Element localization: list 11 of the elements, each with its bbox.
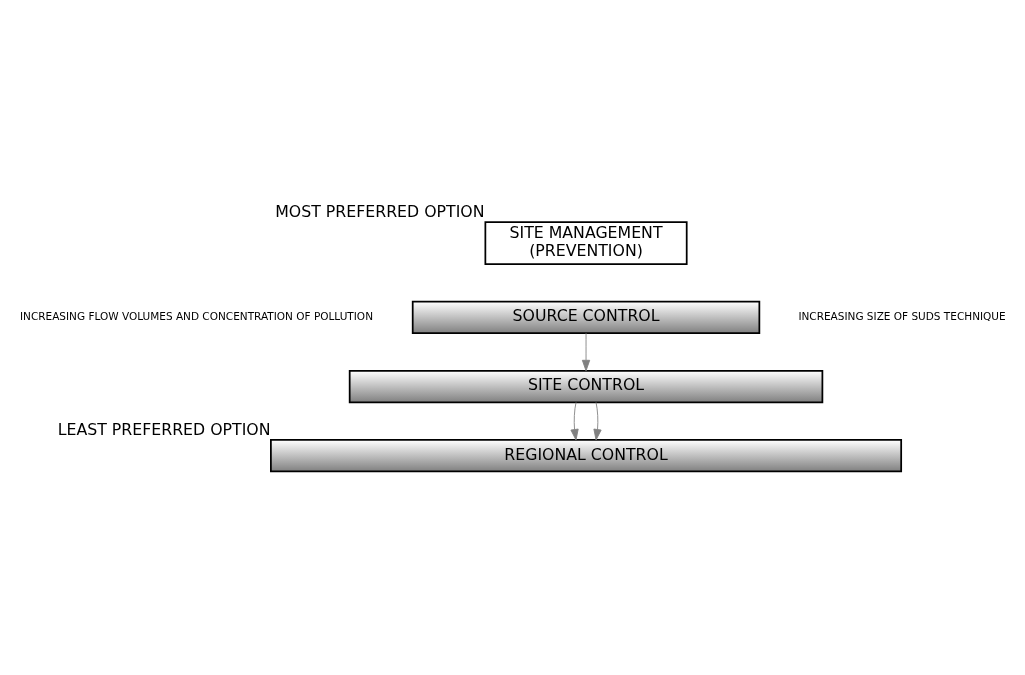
node-box: SOURCE CONTROL — [411, 300, 761, 334]
arrow — [593, 401, 602, 440]
node-box: SITE MANAGEMENT (PREVENTION) — [484, 220, 688, 265]
node-label: LEAST PREFERRED OPTION — [57, 419, 271, 439]
label: INCREASING SIZE OF SUDS TECHNIQUE — [798, 309, 1006, 322]
node-label: MOST PREFERRED OPTION — [275, 201, 485, 221]
arrow — [570, 401, 579, 440]
node-box: SITE CONTROL — [348, 369, 824, 403]
arrow — [581, 332, 591, 371]
node-box: REGIONAL CONTROL — [270, 438, 903, 472]
label: INCREASING FLOW VOLUMES AND CONCENTRATION OF POLLUTION — [19, 309, 373, 322]
